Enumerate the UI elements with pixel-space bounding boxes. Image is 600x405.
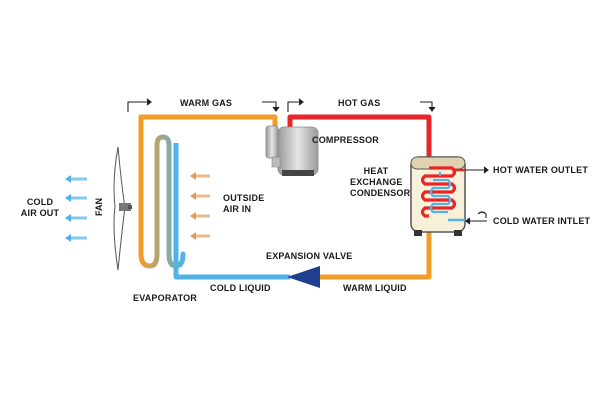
expansion-valve-label: EXPANSION VALVE: [266, 251, 353, 261]
cold-air-arrows: [65, 175, 87, 242]
cold-liquid-pipe: [173, 143, 290, 280]
condenser-tank: [410, 156, 466, 236]
compressor-label: COMPRESSOR: [312, 135, 380, 145]
cold-water-intlet-label: COLD WATER INTLET: [493, 216, 591, 226]
warm-liquid-pipe-right: [320, 218, 432, 280]
hot-gas-pipe: [287, 114, 432, 163]
fan-unit: [113, 146, 132, 271]
hot-gas-label: HOT GAS: [338, 98, 381, 108]
cold-air-out-label: COLD AIR OUT: [20, 197, 60, 218]
fan-label: FAN: [94, 198, 104, 216]
compressor-unit: [265, 125, 319, 176]
evaporator-label: EVAPORATOR: [133, 293, 198, 303]
water-arrows: [465, 166, 489, 225]
warm-liquid-label: WARM LIQUID: [343, 283, 407, 293]
heat-exchange-condensor-label: HEAT EXCHANGE CONDENSOR: [350, 166, 411, 198]
outside-air-in-label: OUTSIDE AIR IN: [223, 193, 265, 214]
warm-gas-label: WARM GAS: [180, 98, 233, 108]
evaporator-coil: [138, 134, 186, 269]
hot-water-outlet-label: HOT WATER OUTLET: [493, 165, 589, 175]
expansion-valve: [287, 266, 320, 288]
cold-liquid-label: COLD LIQUID: [210, 283, 271, 293]
outside-air-arrows: [190, 172, 210, 240]
flow-arrows: [127, 98, 436, 112]
warm-gas-pipe: [138, 114, 278, 257]
